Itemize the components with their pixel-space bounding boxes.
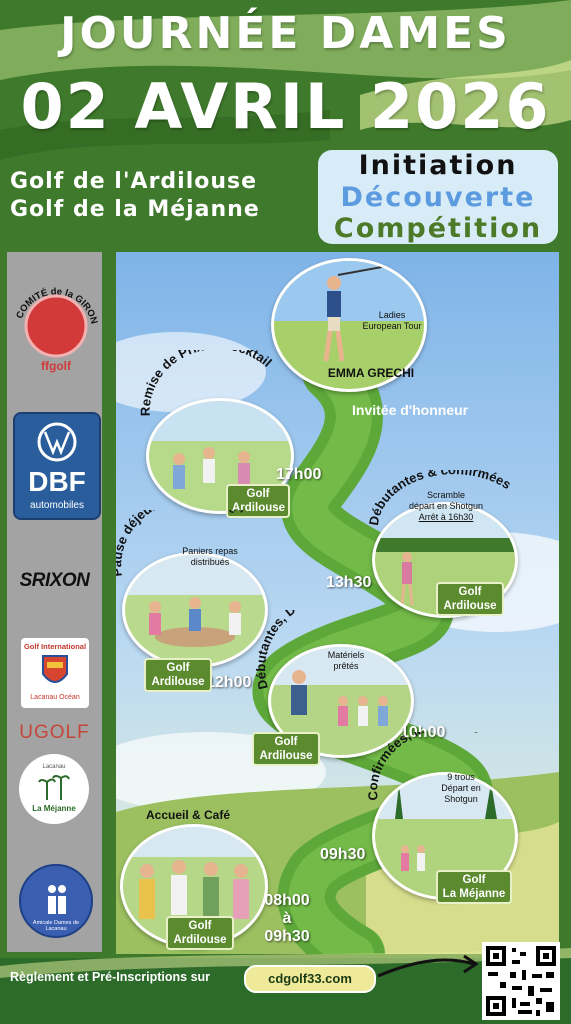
dbf-sub-text: automobiles (30, 500, 84, 511)
pause-dejeuner-venue: Golf Ardilouse (144, 658, 212, 692)
format-decouverte: Découverte (340, 182, 536, 213)
format-competition: Compétition (333, 213, 543, 244)
pause-dejeuner-bubble (122, 552, 268, 668)
format-initiation: Initiation (358, 150, 518, 181)
decouverte-note-1: Matériels (327, 650, 365, 660)
pause-venue-2: Ardilouse (151, 676, 205, 688)
golfer-illustration (274, 261, 424, 362)
golfers-icon (48, 885, 66, 914)
accueil-venue-2: Ardilouse (173, 934, 227, 946)
lunch-illustration (125, 555, 265, 647)
venue-ardilouse: Golf de l'Ardilouse (10, 169, 258, 194)
pause-dejeuner-notes: Paniers repas distribués (170, 546, 250, 568)
match-play-note-3: Shotgun (444, 794, 478, 804)
lacanau-text: Lacanau Océan (30, 694, 80, 701)
accueil-illustration (123, 827, 265, 919)
crest-icon (42, 655, 68, 683)
pause-note-2: distribués (190, 557, 230, 567)
accueil-venue-1: Golf (188, 920, 212, 932)
golf-intl-text: Golf International (23, 642, 87, 651)
match-play-notes: 9 trous Départ en Shotgun (426, 772, 496, 805)
sponsor-sidebar: COMITÉ de la GIRONDE ffgolf DBF automobi… (7, 252, 102, 952)
amicale-text: Amicale Dames de Lacanau (32, 920, 80, 932)
mejanne-name-text: La Méjanne (32, 804, 76, 813)
accueil-time-sep: à (282, 910, 292, 927)
time-13h30: 13h30 (326, 574, 372, 591)
match-play-venue-2: La Méjanne (442, 888, 506, 900)
dbf-text: DBF (28, 466, 86, 497)
match-play-venue: Golf La Méjanne (436, 870, 512, 904)
header-swoosh (0, 0, 571, 160)
emma-grechi-name: EMMA GRECHI (327, 366, 415, 380)
golf-international-logo: Golf International Lacanau Océan (21, 638, 89, 708)
footer-text: Règlement et Pré-Inscriptions sur (10, 970, 211, 984)
accueil-time-start: 08h00 (264, 892, 310, 909)
website-link[interactable]: cdgolf33.com (244, 965, 376, 993)
emma-note-1: Ladies (378, 310, 406, 320)
mejanne-logo: Lacanau La Méjanne (19, 754, 89, 824)
accueil-cafe-title: Accueil & Café (146, 808, 231, 822)
emma-notes: Ladies European Tour (362, 310, 422, 332)
footer-swoosh (0, 948, 571, 978)
srixon-logo: SRIXON (19, 570, 90, 591)
ffgolf-text: ffgolf (41, 359, 72, 373)
venue-mejanne: Golf de la Méjanne (10, 197, 260, 222)
amicale-dames-logo: Amicale Dames de Lacanau (19, 864, 93, 938)
format-box (318, 150, 558, 244)
remise-prix-venue-2: Ardilouse (232, 502, 286, 514)
title-line-2: 02 AVRIL 2026 (20, 70, 551, 143)
dbf-logo: DBF automobiles (13, 412, 101, 520)
remise-prix-venue: Golf Ardilouse (226, 484, 290, 518)
remise-prix-venue-1: Golf (246, 488, 270, 500)
scramble-venue-2: Ardilouse (443, 600, 497, 612)
pause-venue-1: Golf (166, 662, 190, 674)
accueil-venue: Golf Ardilouse (166, 916, 234, 950)
invitee-honneur-text: Invitée d'honneur (352, 402, 469, 418)
match-play-venue-1: Golf (462, 874, 486, 886)
scramble-venue-1: Golf (458, 586, 482, 598)
time-10h00: 10h00 (400, 724, 446, 741)
decouverte-notes: Matériels prêtés (316, 650, 376, 672)
scramble-note-2: départ en Shotgun (408, 501, 484, 511)
qr-code[interactable] (482, 942, 560, 1020)
comite-gironde-logo: COMITÉ de la GIRONDE ffgolf (9, 264, 99, 373)
vw-emblem-icon (37, 422, 77, 462)
arrow-icon (377, 954, 479, 978)
scramble-note-3: Arrêt à 16h30 (418, 512, 474, 522)
time-17h00: 17h00 (276, 466, 322, 483)
time-08h00-09h30: 08h00 à 09h30 (260, 892, 314, 946)
palm-tree-icon (38, 775, 70, 800)
mejanne-top-text: Lacanau (42, 764, 66, 770)
scramble-notes: Scramble départ en Shotgun Arrêt à 16h30 (406, 490, 486, 523)
scramble-venue: Golf Ardilouse (436, 582, 504, 616)
emma-grechi-bubble (271, 258, 427, 392)
time-09h30: 09h30 (320, 846, 366, 863)
decouverte-note-2: prêtés (333, 661, 359, 671)
pause-note-1: Paniers repas (182, 546, 238, 556)
scramble-note-1: Scramble (426, 490, 465, 500)
accueil-time-end: 09h30 (264, 928, 310, 945)
decouverte-venue: Golf Ardilouse (252, 732, 320, 766)
time-12h00: 12h00 (206, 674, 252, 691)
decouverte-venue-1: Golf (274, 736, 298, 748)
timeline-scene: Ladies European Tour EMMA GRECHI Invitée… (116, 252, 559, 954)
qr-code-icon (486, 946, 556, 1016)
match-play-note-2: Départ en (441, 783, 481, 793)
emma-note-2: European Tour (362, 321, 422, 331)
title-line-1: JOURNÉE DAMES (60, 8, 511, 59)
ugolf-logo: UGOLF (19, 722, 90, 743)
match-play-note-1: 9 trous (447, 772, 475, 782)
decouverte-venue-2: Ardilouse (259, 750, 313, 762)
